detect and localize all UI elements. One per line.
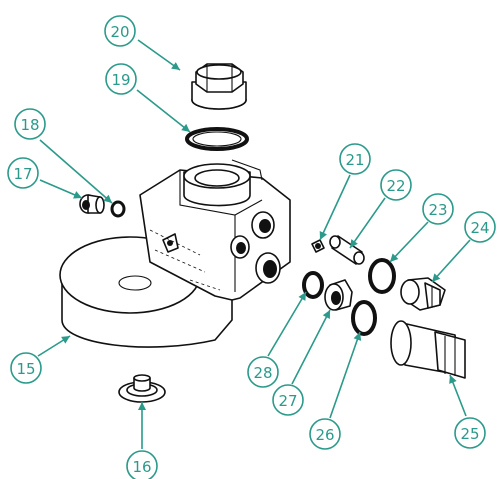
part-21-set-screw	[311, 239, 325, 253]
arrowhead-15	[61, 336, 70, 344]
callout-label-28: 28	[253, 364, 272, 382]
callout-circle-22	[380, 169, 412, 201]
part-25-cartridge	[390, 320, 466, 379]
callout-circle-28	[247, 356, 279, 388]
callout-label-20: 20	[110, 23, 129, 41]
callout-circle-24	[464, 211, 496, 243]
arrowhead-26	[353, 332, 362, 341]
callout-label-16: 16	[132, 458, 151, 476]
leader-line-21	[319, 174, 351, 241]
arrowhead-28	[298, 292, 306, 301]
arrowhead-17	[73, 191, 82, 199]
callout-circle-26	[309, 418, 341, 450]
part-24-plug	[400, 277, 446, 311]
leader-line-23	[389, 221, 429, 263]
arrowhead-27	[322, 310, 330, 319]
leader-line-27	[291, 309, 331, 385]
part-20-hex-cap	[191, 63, 247, 110]
part-18-washer	[110, 200, 126, 218]
callout-label-27: 27	[278, 392, 297, 410]
part-17-plug	[79, 194, 105, 214]
arrowhead-24	[432, 273, 441, 282]
leader-line-18	[39, 139, 113, 204]
callout-label-21: 21	[345, 151, 364, 169]
part-26-o-ring	[351, 300, 377, 336]
callout-label-19: 19	[111, 71, 130, 89]
part-19-o-ring	[185, 127, 249, 151]
arrowhead-22	[350, 239, 358, 248]
part-15-filter-head-body	[59, 159, 291, 348]
callout-circle-17	[7, 157, 39, 189]
callout-circle-23	[422, 193, 454, 225]
callout-circle-27	[272, 384, 304, 416]
callout-label-15: 15	[16, 360, 35, 378]
callout-label-24: 24	[470, 219, 489, 237]
callout-label-22: 22	[386, 177, 405, 195]
part-23-o-ring	[368, 258, 396, 294]
leader-line-22	[349, 197, 386, 249]
callout-circle-19	[105, 63, 137, 95]
leader-line-24	[431, 239, 471, 283]
arrowhead-21	[319, 231, 327, 240]
arrowhead-18	[103, 194, 112, 203]
callout-circle-16	[126, 450, 158, 479]
leader-line-26	[329, 331, 361, 419]
callout-label-26: 26	[315, 426, 334, 444]
part-22-pin	[329, 235, 365, 265]
callout-layer: 20 19 18 17 21 22 23 24 15 28 27 26 25 16	[7, 15, 496, 479]
arrowhead-23	[390, 253, 399, 262]
callout-label-23: 23	[428, 201, 447, 219]
callout-circle-25	[454, 417, 486, 449]
callout-label-25: 25	[460, 425, 479, 443]
leader-line-19	[136, 89, 191, 133]
callout-circle-18	[14, 108, 46, 140]
arrowhead-16	[138, 402, 146, 410]
arrowhead-20	[171, 62, 180, 70]
arrowhead-25	[449, 375, 457, 384]
part-27-plug	[324, 279, 353, 311]
leader-line-28	[267, 291, 307, 357]
callout-label-17: 17	[13, 165, 32, 183]
part-16-drain-valve	[118, 374, 166, 403]
callout-label-18: 18	[20, 116, 39, 134]
part-28-o-ring	[302, 271, 324, 299]
callout-circle-21	[339, 143, 371, 175]
leader-line-20	[137, 39, 181, 71]
callout-circle-15	[10, 352, 42, 384]
arrowhead-19	[181, 123, 190, 132]
callout-circle-20	[104, 15, 136, 47]
